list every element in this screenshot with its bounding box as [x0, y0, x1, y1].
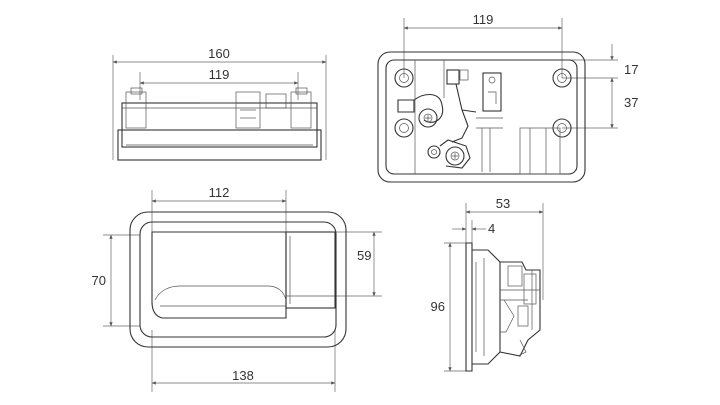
- side-view: 53 4 96: [431, 196, 544, 372]
- dim-front-hole-spacing-label: 119: [473, 12, 494, 27]
- top-view: 160 119: [112, 46, 327, 161]
- front-view-outer: [377, 51, 586, 183]
- side-flange: [465, 242, 473, 372]
- dim-depth-label: 53: [496, 196, 510, 211]
- dim-overall-height-label: 70: [92, 273, 106, 288]
- front-view-inner: [385, 59, 578, 175]
- dim-cutout-height-label: 59: [357, 248, 371, 263]
- dim-handle-width-label: 112: [209, 185, 230, 200]
- mounting-boss-bottom-left: [394, 118, 414, 138]
- lock-housing: [285, 231, 336, 309]
- mounting-boss-top-right: [552, 68, 572, 88]
- side-housing: [472, 249, 501, 365]
- handle-paddle: [151, 231, 287, 319]
- front-view: 119 17 37: [377, 12, 638, 183]
- face-view: 112 70 59 138: [92, 185, 382, 392]
- latch-mechanism: [397, 60, 561, 175]
- dim-overall-width-label: 160: [208, 46, 230, 61]
- dim-17-label: 17: [624, 62, 638, 77]
- dim-hole-spacing-label: 119: [209, 67, 230, 82]
- dim-height-label: 96: [431, 299, 445, 314]
- top-view-flange: [117, 129, 322, 161]
- top-view-body: [121, 102, 318, 148]
- face-view-outer-flange: [129, 211, 347, 348]
- face-view-inner-flange: [139, 221, 337, 338]
- dim-overall-width-label: 138: [232, 368, 254, 383]
- dim-37-label: 37: [624, 95, 638, 110]
- dim-flange-label: 4: [488, 221, 495, 236]
- mounting-boss-top-left: [394, 68, 414, 88]
